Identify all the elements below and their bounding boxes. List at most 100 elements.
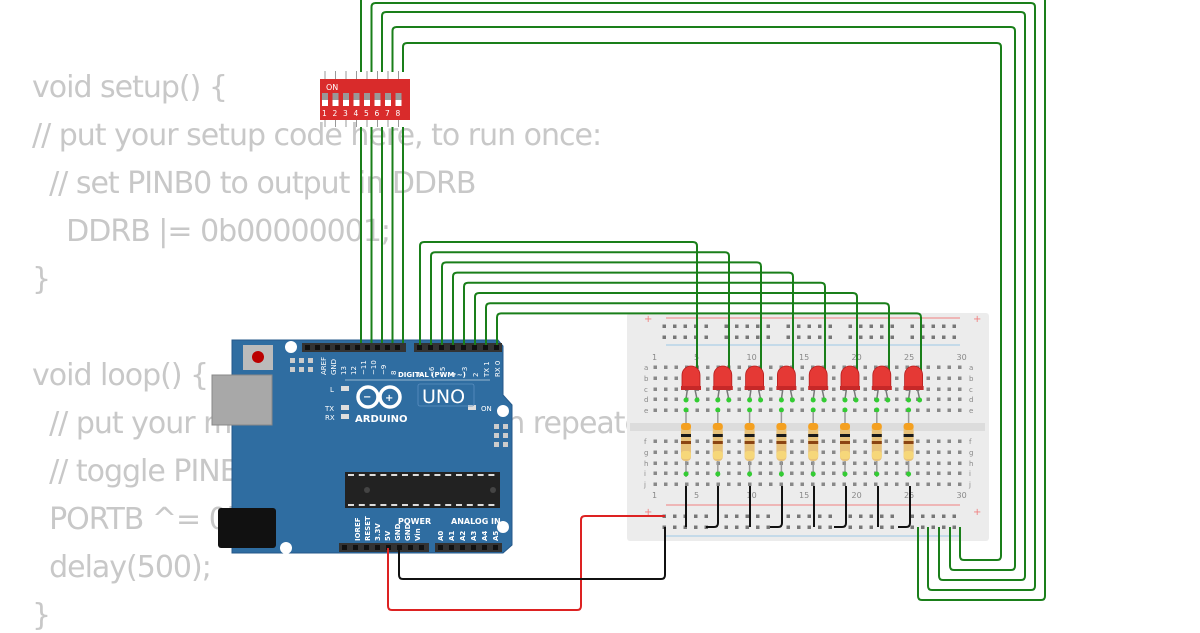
header-pin xyxy=(397,545,402,550)
breadboard-hole xyxy=(737,450,741,454)
breadboard-hole xyxy=(890,324,894,328)
breadboard-hole xyxy=(756,324,760,328)
chip-pin xyxy=(445,504,452,506)
breadboard-hole xyxy=(737,365,741,369)
breadboard-hole xyxy=(807,335,811,339)
breadboard-hole xyxy=(797,335,801,339)
breadboard-hole xyxy=(766,324,770,328)
led-icon xyxy=(904,365,923,390)
breadboard-hole xyxy=(884,471,888,475)
breadboard-hole xyxy=(737,408,741,412)
connection-dot xyxy=(885,397,891,403)
breadboard-hole xyxy=(842,482,846,486)
column-number: 10 xyxy=(747,491,757,500)
mounting-hole xyxy=(497,521,509,533)
column-number: 5 xyxy=(694,491,699,500)
pin-label: AREF xyxy=(320,357,328,375)
breadboard-hole xyxy=(832,471,836,475)
breadboard-hole xyxy=(842,365,846,369)
breadboard-hole xyxy=(869,335,873,339)
breadboard-hole xyxy=(958,397,962,401)
resistor-band xyxy=(776,423,787,430)
breadboard-hole xyxy=(664,397,668,401)
row-label: e xyxy=(969,407,973,415)
breadboard-hole xyxy=(921,324,925,328)
breadboard-hole xyxy=(832,408,836,412)
breadboard-hole xyxy=(664,461,668,465)
row-label: a xyxy=(644,364,648,372)
arduino-brand: ARDUINO xyxy=(355,414,407,425)
code-line: // put your setup code here, to run once… xyxy=(32,118,602,153)
reset-button-cap xyxy=(252,351,264,363)
resistor-band xyxy=(840,451,850,459)
breadboard-hole xyxy=(926,397,930,401)
icsp-pin xyxy=(308,358,313,363)
chip-notch xyxy=(364,487,370,493)
header-pin xyxy=(315,345,320,350)
led-base xyxy=(903,386,924,390)
chip-pin xyxy=(434,504,441,506)
rail-plus-label: + xyxy=(973,314,981,325)
resistor-band xyxy=(808,451,819,459)
header-pin xyxy=(417,345,422,350)
breadboard-hole xyxy=(704,335,708,339)
chip-pin xyxy=(380,474,387,476)
breadboard-hole xyxy=(821,471,825,475)
header-pin xyxy=(471,545,476,550)
resistor-band xyxy=(681,434,691,437)
breadboard-hole xyxy=(653,387,657,391)
breadboard-hole xyxy=(800,439,804,443)
breadboard-hole xyxy=(884,439,888,443)
led-icon xyxy=(808,365,828,390)
breadboard-hole xyxy=(737,439,741,443)
breadboard-hole xyxy=(884,482,888,486)
connection-dot xyxy=(810,397,816,403)
column-number: 30 xyxy=(957,491,967,500)
chip-pin xyxy=(423,504,430,506)
dip-toggle xyxy=(374,100,381,106)
breadboard-hole xyxy=(673,324,677,328)
breadboard-hole xyxy=(958,376,962,380)
resistor-band xyxy=(840,434,850,437)
resistor-band xyxy=(712,441,723,444)
resistor-band xyxy=(871,423,882,430)
icsp-pin xyxy=(503,442,508,447)
icsp-pin xyxy=(290,358,295,363)
dip-toggle xyxy=(395,100,402,106)
infinity-logo-icon xyxy=(378,385,402,409)
mounting-hole xyxy=(497,405,509,417)
column-number: 30 xyxy=(957,353,967,362)
ground-jumper xyxy=(706,486,719,528)
column-number: 15 xyxy=(799,491,809,500)
resistor-band xyxy=(903,423,914,430)
breadboard-hole xyxy=(910,324,914,328)
rail-plus-label: + xyxy=(973,507,981,518)
header-pin xyxy=(460,545,465,550)
breadboard-hole xyxy=(958,408,962,412)
signal-wire xyxy=(381,11,1026,581)
breadboard-hole xyxy=(895,461,899,465)
resistor-band xyxy=(744,423,755,430)
breadboard-hole xyxy=(884,408,888,412)
breadboard-hole xyxy=(821,461,825,465)
chip-pin xyxy=(358,504,365,506)
breadboard-hole xyxy=(674,450,678,454)
breadboard-hole xyxy=(756,335,760,339)
usb-port xyxy=(211,374,273,426)
breadboard-hole xyxy=(786,514,790,518)
dip-on-label: ON xyxy=(326,83,338,92)
breadboard-hole xyxy=(786,335,790,339)
breadboard-hole xyxy=(653,482,657,486)
led-label-tx: TX xyxy=(324,405,334,413)
connection-dot xyxy=(715,397,721,403)
breadboard-hole xyxy=(758,482,762,486)
breadboard-hole xyxy=(832,387,836,391)
breadboard-hole xyxy=(937,450,941,454)
breadboard-hole xyxy=(800,450,804,454)
row-label: c xyxy=(644,386,648,394)
breadboard-hole xyxy=(947,365,951,369)
resistor-band xyxy=(903,451,914,459)
connection-dot xyxy=(789,397,795,403)
chip-pin xyxy=(423,474,430,476)
breadboard-hole xyxy=(818,335,822,339)
